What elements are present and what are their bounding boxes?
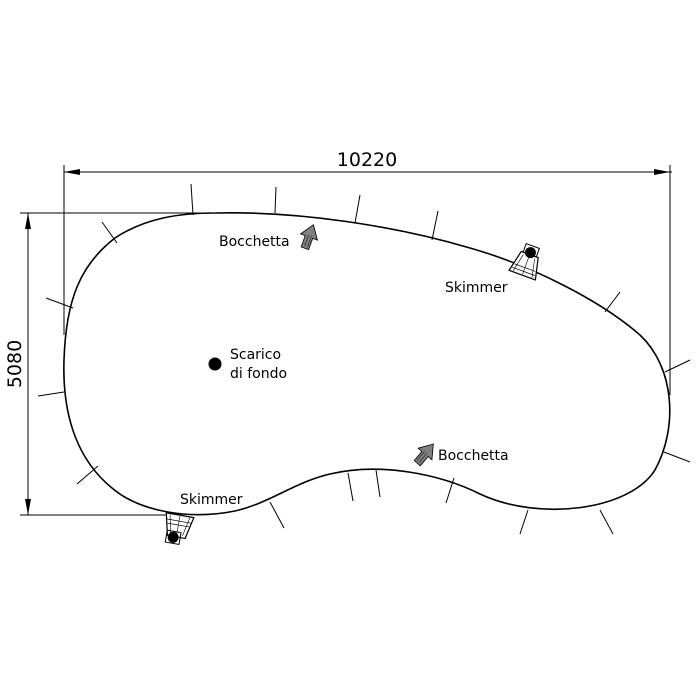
outline-tick (431, 210, 439, 241)
skimmer-bottom-icon (164, 512, 195, 546)
length-arrow-left (64, 169, 80, 175)
outline-tick (101, 221, 118, 244)
outline-tick (274, 186, 277, 214)
skimmer-top-label: Skimmer (445, 280, 508, 296)
outline-tick (519, 509, 529, 535)
outline-tick (604, 291, 621, 313)
outline-tick (347, 472, 354, 502)
outline-tick (45, 297, 74, 309)
outline-ticks (37, 183, 691, 535)
outline-tick (599, 509, 614, 535)
skimmer-bottom-label: Skimmer (180, 492, 243, 508)
nozzle-bottom-arrow-icon (413, 443, 434, 467)
width-dimension (20, 212, 215, 516)
outline-tick (664, 359, 691, 373)
nozzle-bottom-label: Bocchetta (438, 448, 509, 464)
nozzle-top-label: Bocchetta (219, 234, 290, 250)
skimmer-top-icon (508, 242, 541, 281)
outline-tick (269, 501, 285, 529)
outline-tick (375, 469, 381, 498)
drain-label-line2: di fondo (230, 366, 287, 382)
length-dimension-value: 10220 (337, 149, 397, 171)
outline-tick (76, 465, 99, 485)
outline-tick (663, 451, 691, 463)
width-arrow-bottom (25, 499, 31, 515)
outline-tick (445, 477, 455, 504)
width-dimension-value: 5080 (4, 340, 26, 388)
length-dimension (63, 165, 672, 395)
outline-tick (190, 183, 194, 216)
width-arrow-top (25, 213, 31, 229)
outline-tick (37, 391, 65, 397)
length-arrow-right (654, 169, 670, 175)
floor-drain-icon (208, 357, 222, 371)
pool-outline (63, 212, 671, 516)
nozzle-top-arrow-icon (299, 224, 319, 251)
outline-tick (354, 194, 361, 224)
drain-label-line1: Scarico (230, 347, 281, 363)
